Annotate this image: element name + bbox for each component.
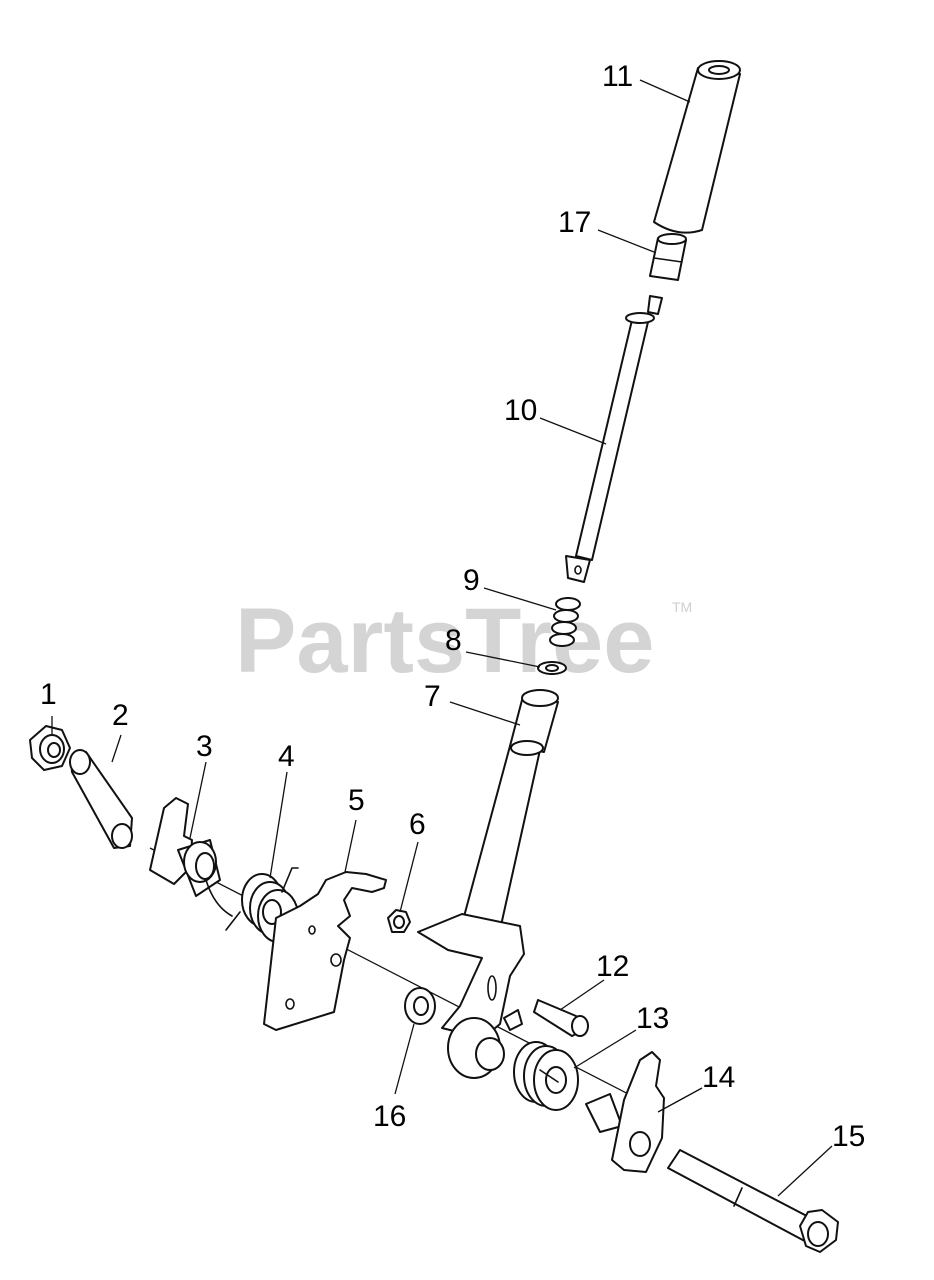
part-16-washer[interactable]: [404, 987, 436, 1025]
callout-14: 14: [702, 1061, 735, 1094]
part-9-spring[interactable]: [549, 597, 581, 647]
part-6-nut[interactable]: [387, 909, 411, 933]
callout-1: 1: [40, 678, 57, 711]
part-8-washer[interactable]: [537, 661, 567, 675]
callout-3: 3: [196, 730, 213, 763]
callout-12: 12: [596, 950, 629, 983]
callout-17: 17: [558, 206, 591, 239]
callout-9: 9: [463, 564, 480, 597]
watermark: PartsTree: [235, 590, 654, 692]
callout-15: 15: [832, 1120, 865, 1153]
callout-2: 2: [112, 699, 129, 732]
leader-lines: [51, 79, 833, 1197]
part-3-latch-bracket[interactable]: [149, 797, 233, 917]
watermark-tm: TM: [672, 599, 692, 615]
callout-4: 4: [278, 740, 295, 773]
callout-7: 7: [424, 680, 441, 713]
callout-13: 13: [636, 1002, 669, 1035]
callout-16: 16: [373, 1100, 406, 1133]
callout-8: 8: [445, 624, 462, 657]
callout-labels: 1 2 3 4 5 6 7 8 9 10 11 12 13 14 15 16 1…: [40, 60, 865, 1153]
part-15-bolt[interactable]: [667, 1149, 839, 1253]
callout-6: 6: [409, 808, 426, 841]
callout-11: 11: [602, 60, 633, 93]
part-13-spring[interactable]: [513, 1041, 579, 1111]
callout-10: 10: [504, 394, 537, 427]
part-14-latch[interactable]: [585, 1051, 665, 1173]
part-7-lever-tube[interactable]: [417, 689, 559, 1079]
part-12-pin[interactable]: [533, 999, 589, 1037]
part-10-rod[interactable]: [565, 295, 663, 583]
callout-5: 5: [348, 784, 365, 817]
part-5-control-plate[interactable]: [263, 871, 387, 1031]
part-17-bushing[interactable]: [649, 233, 687, 281]
part-2-spacer[interactable]: [69, 749, 133, 849]
part-1-flange-nut[interactable]: [29, 725, 71, 771]
part-11-grip[interactable]: [653, 60, 741, 234]
